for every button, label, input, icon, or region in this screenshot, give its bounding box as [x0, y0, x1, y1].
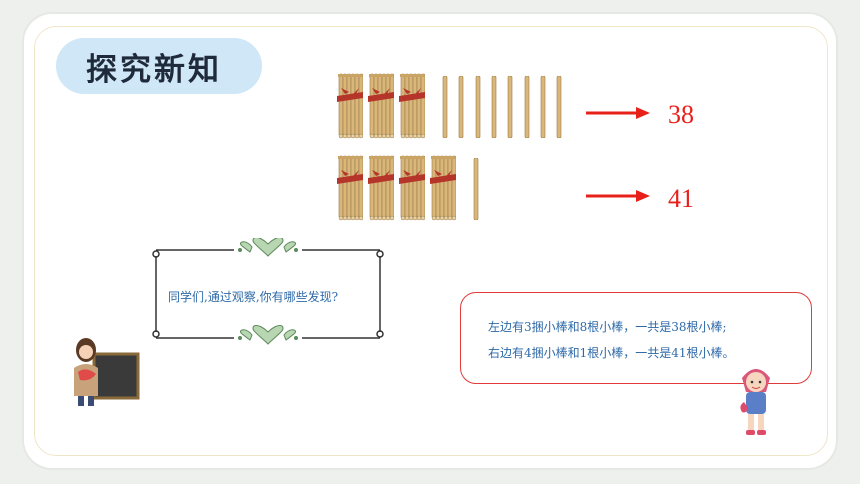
- single-stick-icon: [524, 76, 529, 138]
- arrow-right-icon: [586, 190, 650, 202]
- row-2-result: 41: [668, 184, 694, 213]
- stick-bundle-icon: [430, 155, 456, 221]
- stick-bundle-icon: [399, 155, 425, 221]
- single-stick-icon: [475, 76, 480, 138]
- question-text: 同学们,通过观察,你有哪些发现?: [168, 290, 339, 304]
- slide-inner-frame: [34, 26, 828, 456]
- teacher-illustration: [74, 338, 140, 406]
- stick-bundle-icon: [337, 73, 363, 139]
- row-1-result: 38: [668, 100, 694, 129]
- heart-ornament-icon: [234, 238, 302, 258]
- page-title: 探究新知: [86, 52, 222, 88]
- single-stick-icon: [491, 76, 497, 138]
- girl-illustration: [740, 369, 770, 435]
- arrow-right-icon: [586, 107, 650, 119]
- answer-line-2: 右边有4捆小棒和1根小棒，一共是41根小棒。: [488, 346, 735, 360]
- title-pill: [56, 38, 262, 94]
- stick-bundle-icon: [368, 155, 394, 221]
- single-stick-icon: [442, 76, 448, 138]
- single-stick-icon: [473, 158, 479, 220]
- heart-ornament-icon: [234, 325, 302, 346]
- question-frame: [152, 238, 384, 346]
- single-stick-icon: [507, 76, 513, 138]
- answer-line-1: 左边有3捆小棒和8根小棒，一共是38根小棒;: [488, 320, 727, 334]
- single-stick-icon: [540, 76, 546, 138]
- single-stick-icon: [458, 76, 464, 138]
- stick-bundle-icon: [399, 73, 425, 139]
- single-stick-icon: [556, 76, 562, 138]
- answer-box: [460, 292, 812, 384]
- stick-bundle-icon: [337, 155, 363, 221]
- stick-bundle-icon: [368, 73, 394, 139]
